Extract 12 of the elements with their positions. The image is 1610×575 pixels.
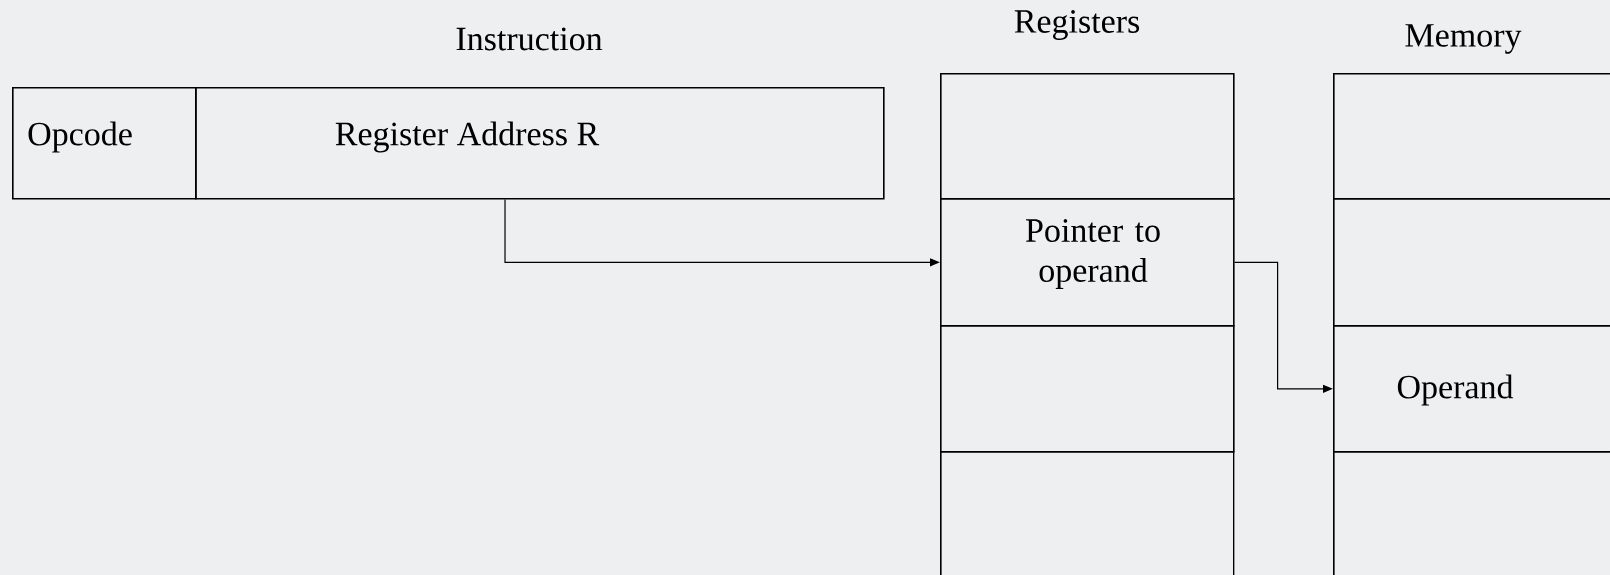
memory-cell <box>1333 73 1610 200</box>
register-cell <box>940 451 1235 575</box>
memory-cell: Operand <box>1333 325 1610 453</box>
heading: Instruction <box>456 27 603 51</box>
memory-cell <box>1333 198 1610 327</box>
heading: Registers <box>1014 10 1140 40</box>
register-cell: Pointer to operand <box>940 198 1235 327</box>
register-cell <box>940 325 1235 453</box>
instruction-field: Register Address R <box>195 87 885 200</box>
register-cell <box>940 73 1235 200</box>
memory-cell <box>1333 451 1610 575</box>
instruction-field: Opcode <box>12 87 197 200</box>
